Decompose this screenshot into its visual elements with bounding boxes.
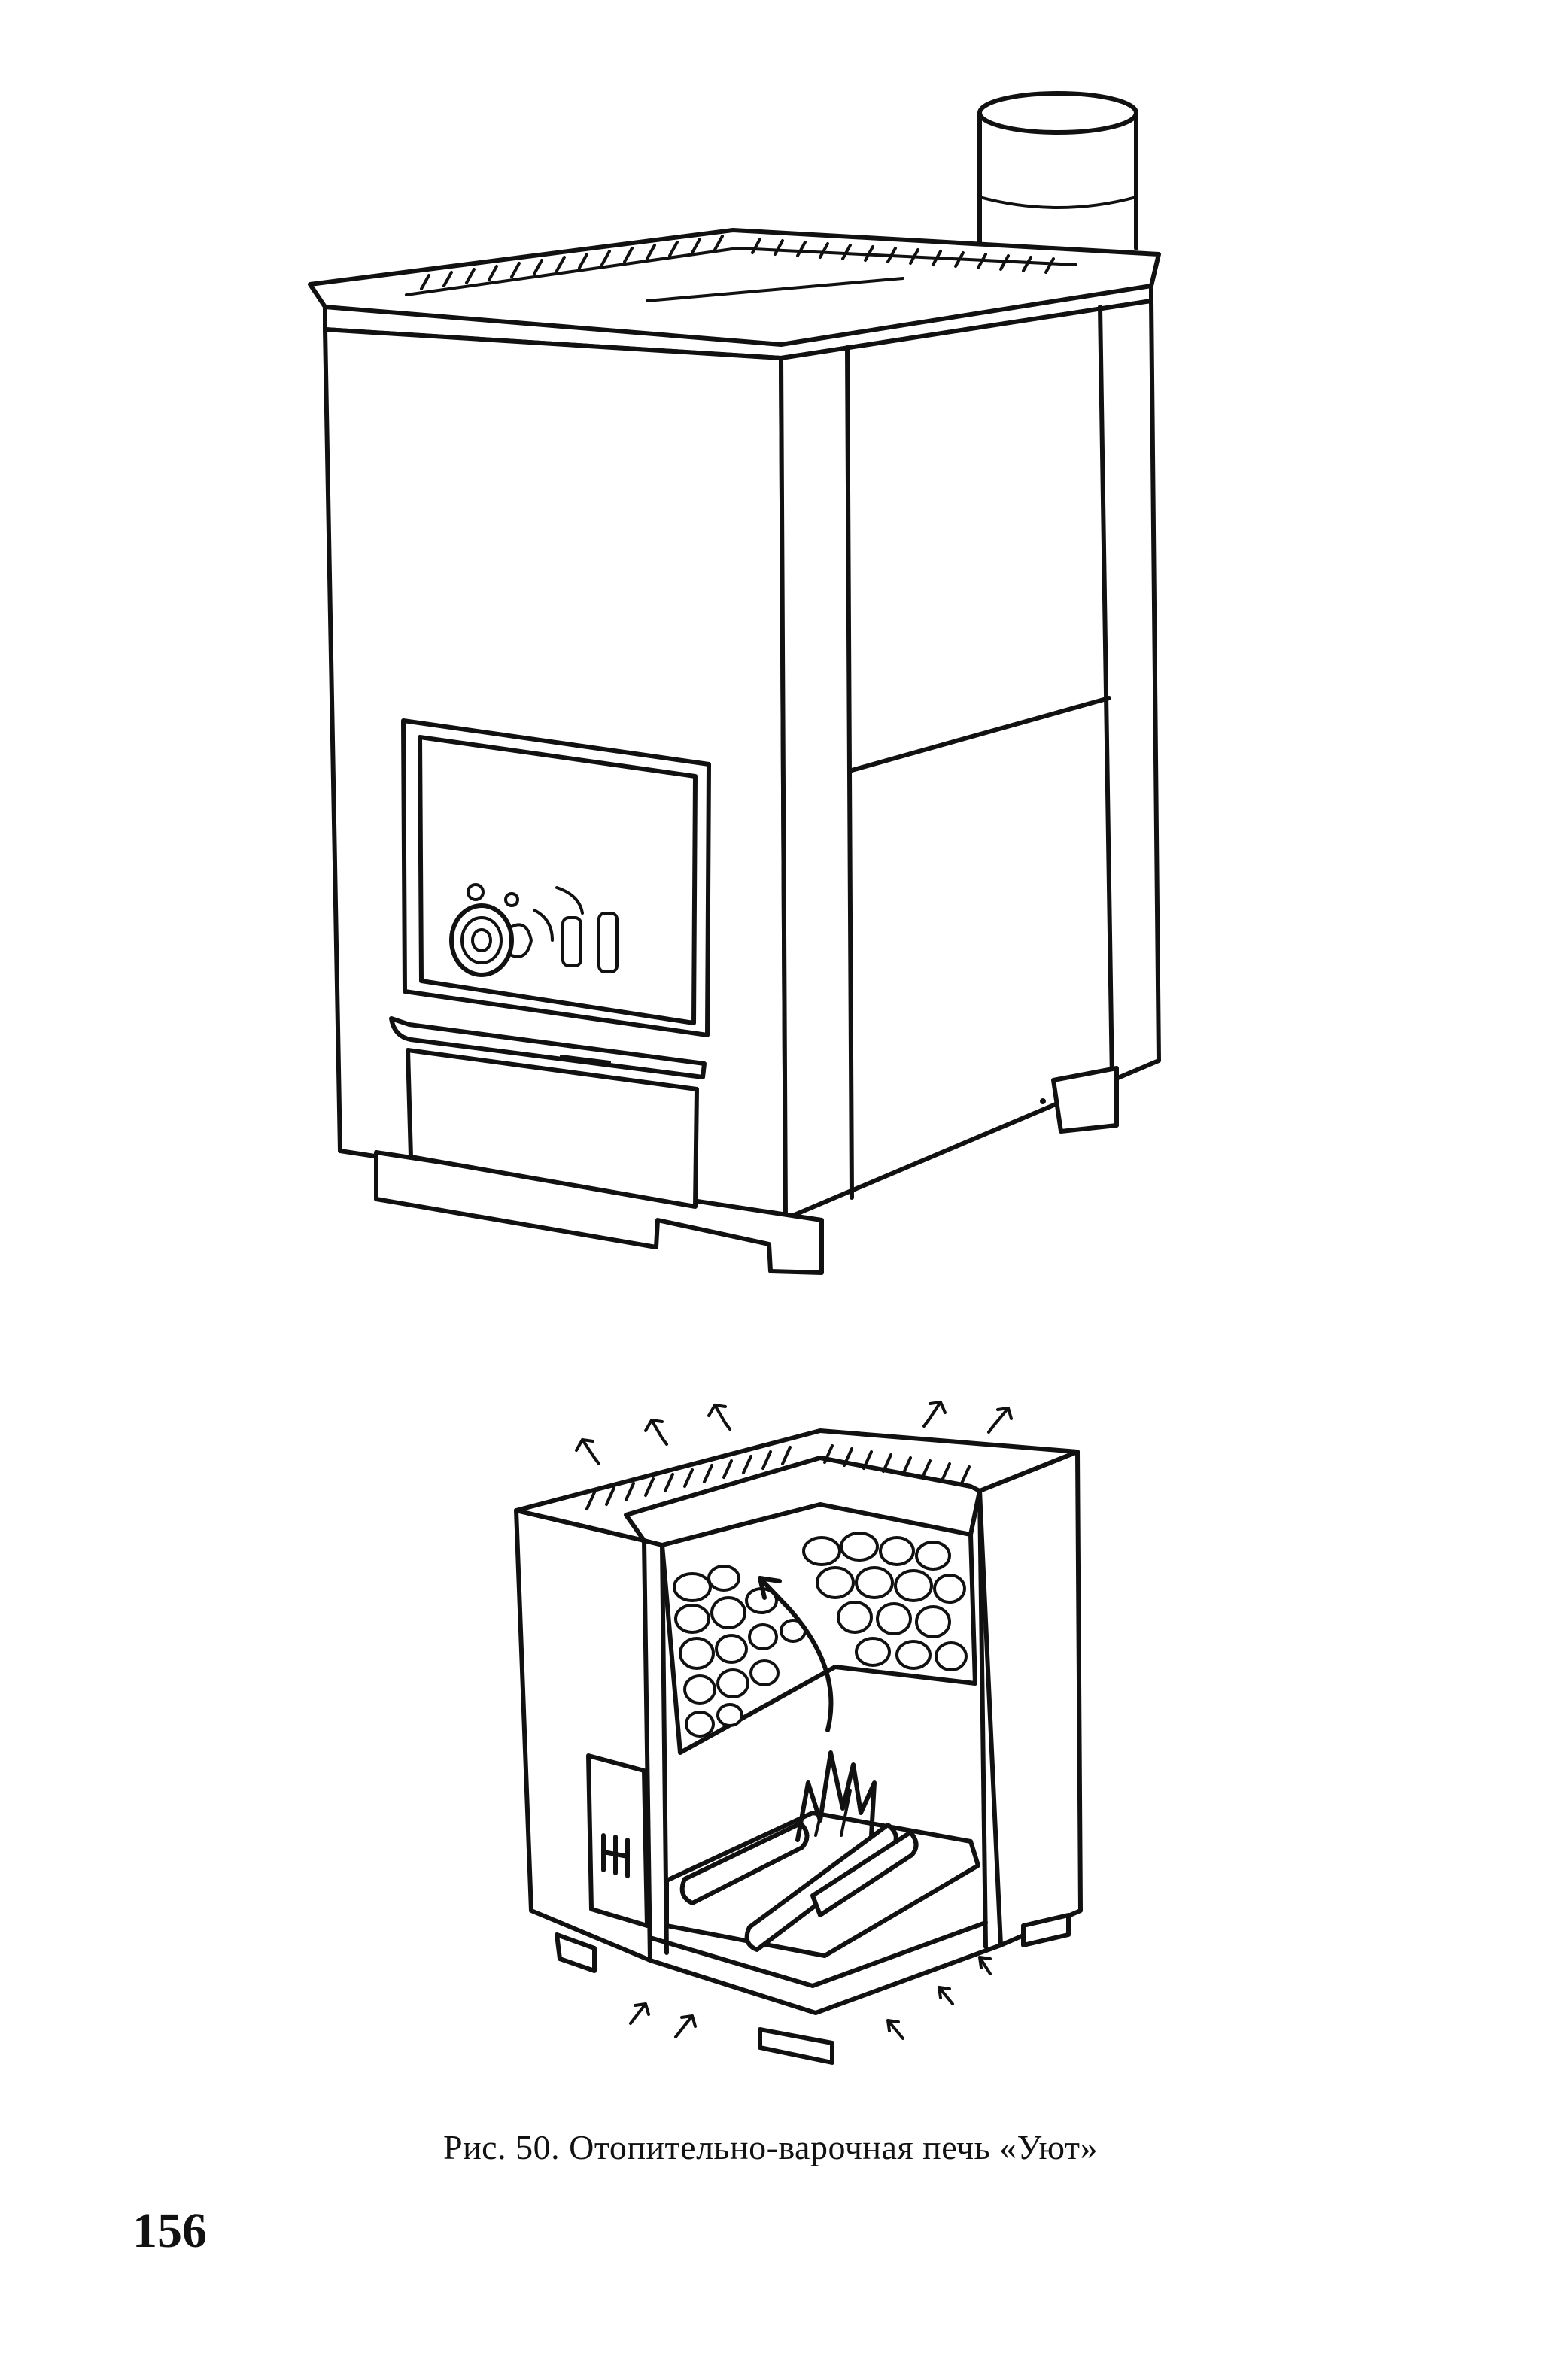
stones bbox=[673, 1532, 968, 1738]
figure-caption: Рис. 50. Отопительно-варочная печь «Уют» bbox=[442, 2128, 1098, 2166]
chimney-pipe bbox=[977, 91, 1138, 250]
draft-control bbox=[449, 883, 619, 977]
stone-compartment bbox=[660, 1502, 977, 1755]
side-face bbox=[779, 299, 1161, 1221]
ash-door bbox=[586, 1753, 649, 1928]
cutaway-top-rim bbox=[514, 1428, 1080, 1543]
cutaway-top-hatching bbox=[585, 1444, 971, 1510]
air-arrows-top bbox=[575, 1401, 1013, 1465]
stove-exterior-illustration bbox=[308, 91, 1161, 1275]
air-arrows-bottom bbox=[629, 1956, 992, 2040]
stove-base bbox=[374, 1066, 1119, 1275]
page-number: 156 bbox=[132, 2203, 207, 2258]
top-hatching bbox=[420, 235, 1055, 290]
stove-top bbox=[308, 228, 1161, 360]
cutaway-right-wall bbox=[977, 1450, 1083, 1947]
firebox-door bbox=[389, 718, 711, 1209]
stove-cutaway-illustration bbox=[514, 1401, 1083, 2065]
logs-and-fire bbox=[679, 1750, 919, 1952]
